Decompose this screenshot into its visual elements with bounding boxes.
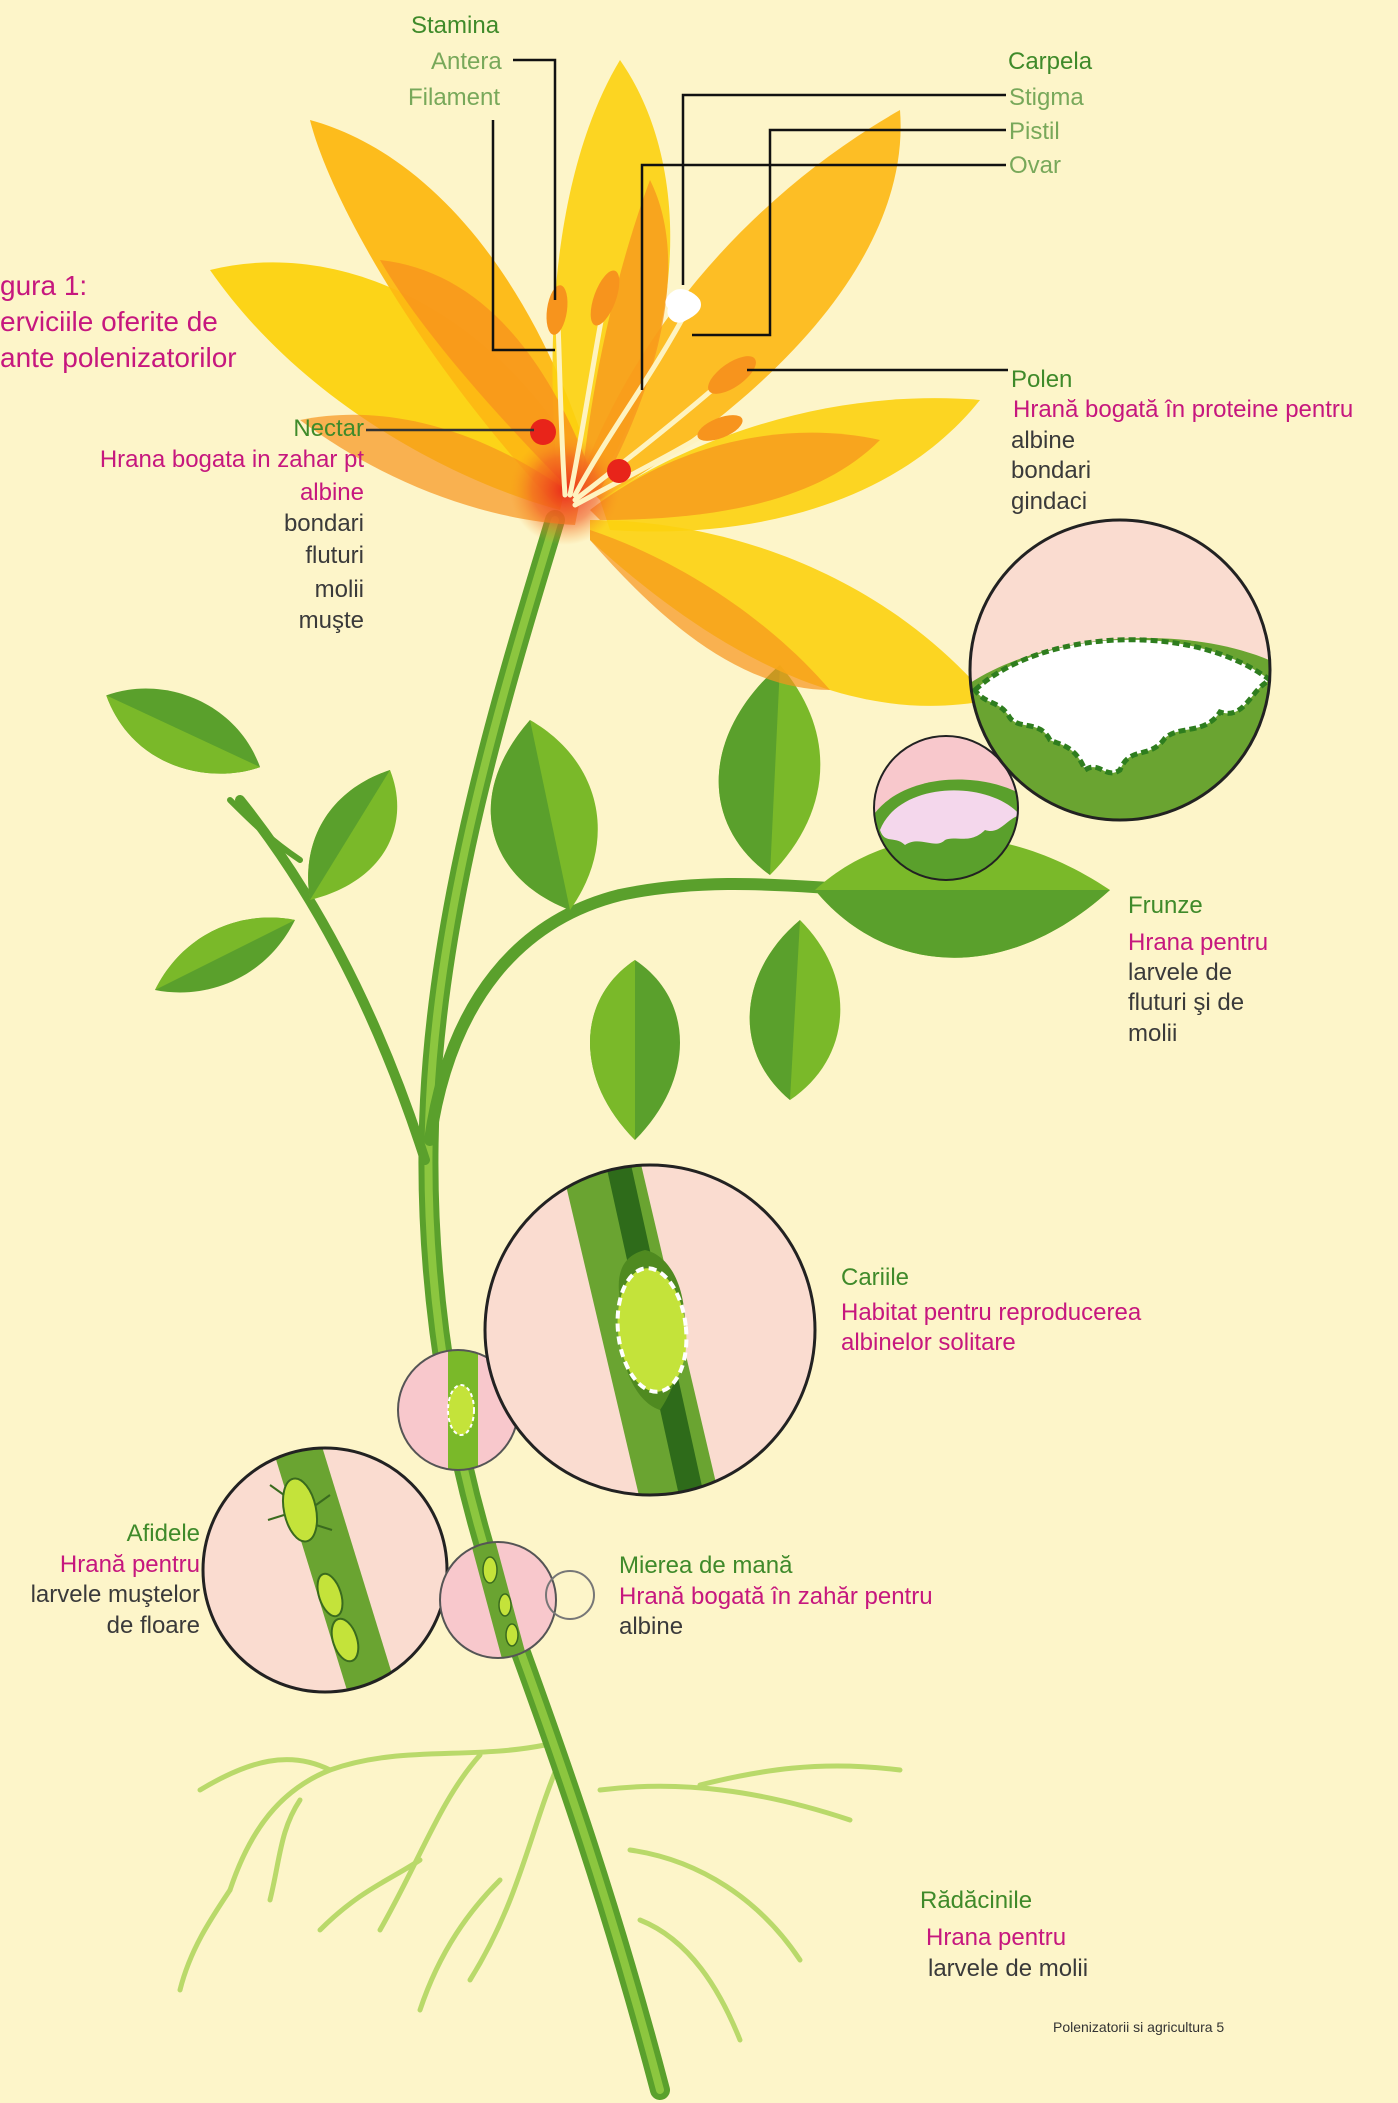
ovar-label: Ovar bbox=[1009, 150, 1061, 181]
nectar-pollinator: fluturi bbox=[305, 540, 364, 571]
afidele-title: Afidele bbox=[127, 1518, 200, 1549]
cariile-desc: albinelor solitare bbox=[841, 1327, 1016, 1358]
frunze-line: fluturi şi de bbox=[1128, 987, 1244, 1018]
radacinile-line: larvele de molii bbox=[928, 1953, 1088, 1984]
mierea-desc: Hrană bogată în zahăr pentru bbox=[619, 1581, 933, 1612]
cariile-desc: Habitat pentru reproducerea bbox=[841, 1297, 1141, 1328]
afidele-desc: Hrană pentru bbox=[60, 1549, 200, 1580]
radacinile-title: Rădăcinile bbox=[920, 1885, 1032, 1916]
nectar-pollinator: molii bbox=[315, 574, 364, 605]
antera-label: Antera bbox=[431, 46, 502, 77]
cariile-title: Cariile bbox=[841, 1262, 909, 1293]
frunze-title: Frunze bbox=[1128, 890, 1203, 921]
figure-caption-line-1: gura 1: bbox=[0, 268, 87, 304]
stamina-title: Stamina bbox=[411, 10, 499, 41]
frunze-line: molii bbox=[1128, 1018, 1177, 1049]
frunze-line: larvele de bbox=[1128, 957, 1232, 988]
carpela-title: Carpela bbox=[1008, 46, 1092, 77]
mierea-title: Mierea de mană bbox=[619, 1550, 792, 1581]
filament-label: Filament bbox=[408, 82, 500, 113]
mierea-line: albine bbox=[619, 1611, 683, 1642]
polen-pollinator: gindaci bbox=[1011, 486, 1087, 517]
page-footer: Polenizatorii si agricultura 5 bbox=[1053, 2012, 1224, 2043]
figure-caption-line-3: ante polenizatorilor bbox=[0, 340, 237, 376]
afidele-line: de floare bbox=[107, 1610, 200, 1641]
nectar-pollinator: albine bbox=[300, 477, 364, 508]
cavity-magnifier bbox=[390, 1160, 820, 1500]
afidele-line: larvele muştelor bbox=[31, 1579, 200, 1610]
frunze-desc: Hrana pentru bbox=[1128, 927, 1268, 958]
stigma-label: Stigma bbox=[1009, 82, 1084, 113]
aphid-magnifier bbox=[200, 1440, 460, 1700]
polen-pollinator: bondari bbox=[1011, 455, 1091, 486]
polen-pollinator: albine bbox=[1011, 425, 1075, 456]
nectar-pollinator: bondari bbox=[284, 508, 364, 539]
polen-desc: Hrană bogată în proteine pentru bbox=[1013, 394, 1353, 425]
figure-caption-line-2: erviciile oferite de bbox=[0, 304, 218, 340]
nectar-pollinator: muşte bbox=[299, 605, 364, 636]
nectar-desc: Hrana bogata in zahar pt bbox=[100, 444, 364, 475]
radacinile-desc: Hrana pentru bbox=[926, 1922, 1066, 1953]
nectar-title: Nectar bbox=[293, 413, 364, 444]
polen-title: Polen bbox=[1011, 364, 1072, 395]
honeydew-magnifier bbox=[435, 1540, 594, 1670]
roots bbox=[180, 1745, 900, 2040]
pistil-label: Pistil bbox=[1009, 116, 1060, 147]
